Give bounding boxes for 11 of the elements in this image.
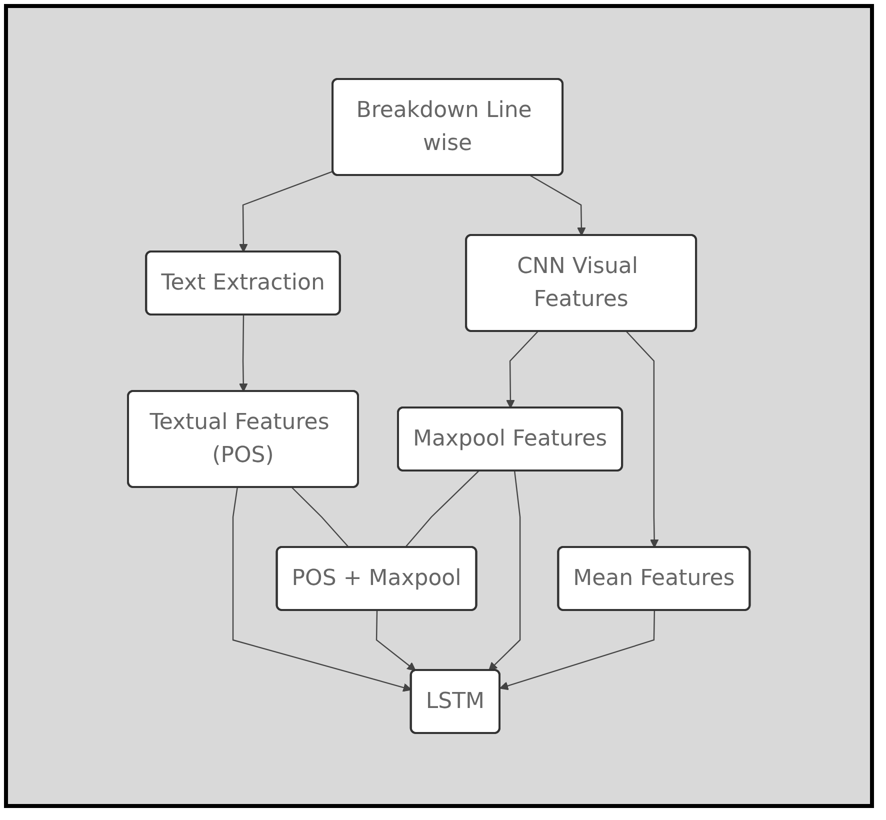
connector — [404, 470, 480, 548]
arrow — [232, 487, 412, 692]
arrow — [500, 610, 656, 690]
arrow — [626, 331, 659, 548]
arrow — [376, 610, 416, 671]
arrow — [239, 314, 248, 392]
arrow — [488, 470, 521, 671]
arrow — [506, 331, 538, 408]
connector — [292, 487, 350, 548]
arrow — [530, 174, 586, 236]
arrow — [239, 170, 334, 252]
